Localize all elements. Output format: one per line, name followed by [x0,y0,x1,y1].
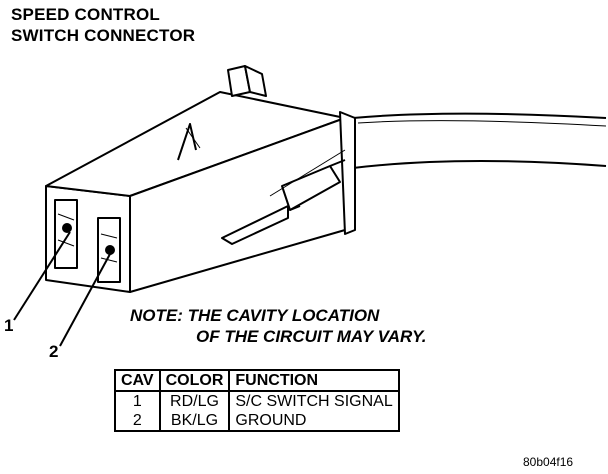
cell-color: RD/LG [158,391,231,411]
note-line-1: NOTE: THE CAVITY LOCATION [130,306,380,325]
table-row: 2 BK/LG GROUND [114,411,400,432]
cavity-note: NOTE: THE CAVITY LOCATION OF THE CIRCUIT… [130,305,426,347]
cavity-1 [54,199,78,269]
diagram-title: SPEED CONTROL SWITCH CONNECTOR [11,4,195,46]
top-ramp-mark [177,123,197,161]
callout-2: 2 [49,342,59,361]
callout-1-leader [13,231,71,321]
wire-upper-inner [357,120,607,127]
header-cav: CAV [114,369,161,392]
title-line-1: SPEED CONTROL [11,5,161,24]
cell-color: BK/LG [158,411,231,432]
header-color: COLOR [158,369,231,392]
pinout-table: CAV COLOR FUNCTION 1 RD/LG S/C SWITCH SI… [114,369,400,432]
figure-id: 80b04f16 [523,455,574,469]
table-row: 1 RD/LG S/C SWITCH SIGNAL [114,391,400,411]
cell-function: S/C SWITCH SIGNAL [228,391,400,411]
cell-function: GROUND [228,411,400,432]
cell-cav: 2 [114,411,161,432]
note-line-2: OF THE CIRCUIT MAY VARY. [196,327,427,346]
wire-lower [352,159,607,169]
terminal-2 [105,245,115,255]
table-header-row: CAV COLOR FUNCTION [114,369,400,392]
callout-2-leader [59,253,111,347]
callout-1: 1 [4,316,14,335]
side-lock-tab [221,205,289,245]
cell-cav: 1 [114,391,161,411]
header-function: FUNCTION [228,369,400,392]
connector-rear-lip [339,111,356,235]
wire-upper [352,112,607,119]
terminal-1 [62,223,72,233]
title-line-2: SWITCH CONNECTOR [11,26,196,45]
